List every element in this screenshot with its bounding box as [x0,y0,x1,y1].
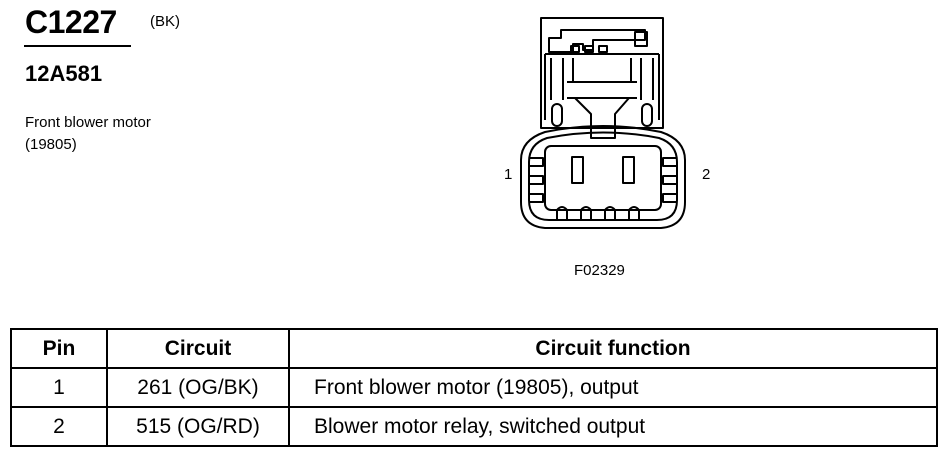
lock-slot-left [551,103,563,127]
cell-pin: 2 [10,406,108,447]
pinout-table: Pin Circuit Circuit function 1 261 (OG/B… [10,328,938,447]
connector-id: C1227 [25,4,117,40]
cell-pin: 1 [10,367,108,408]
latch-slot-2 [584,45,594,53]
pin-label-1: 1 [504,166,513,183]
latch-slot-1 [570,45,580,53]
latch-tab [548,29,646,53]
part-number: 12A581 [25,61,103,86]
component-ref: (19805) [25,136,77,153]
connector-inner-rim [528,131,678,221]
cell-circuit: 261 (OG/BK) [106,367,290,408]
column-header-circuit: Circuit [106,328,290,369]
title-underline [24,45,131,47]
latch-square [634,31,648,47]
column-header-function: Circuit function [288,328,938,369]
cell-function: Front blower motor (19805), output [288,367,938,408]
table-row: 1 261 (OG/BK) Front blower motor (19805)… [10,367,938,408]
cell-function: Blower motor relay, switched output [288,406,938,447]
terminal-pin-2 [622,156,635,184]
table-header-row: Pin Circuit Circuit function [10,328,938,369]
column-header-pin: Pin [10,328,108,369]
terminal-pin-1 [571,156,584,184]
table-row: 2 515 (OG/RD) Blower motor relay, switch… [10,406,938,447]
latch-housing [540,17,664,129]
connector-face-diagram [520,17,686,229]
connector-body [520,125,686,229]
cell-circuit: 515 (OG/RD) [106,406,290,447]
latch-slot-3 [598,45,608,53]
pin-label-2: 2 [702,166,711,183]
connector-color: (BK) [150,13,180,30]
center-key [574,97,630,139]
cavity-frame [544,145,662,211]
figure-code: F02329 [574,262,625,279]
lock-slot-right [641,103,653,127]
component-name: Front blower motor [25,114,151,131]
